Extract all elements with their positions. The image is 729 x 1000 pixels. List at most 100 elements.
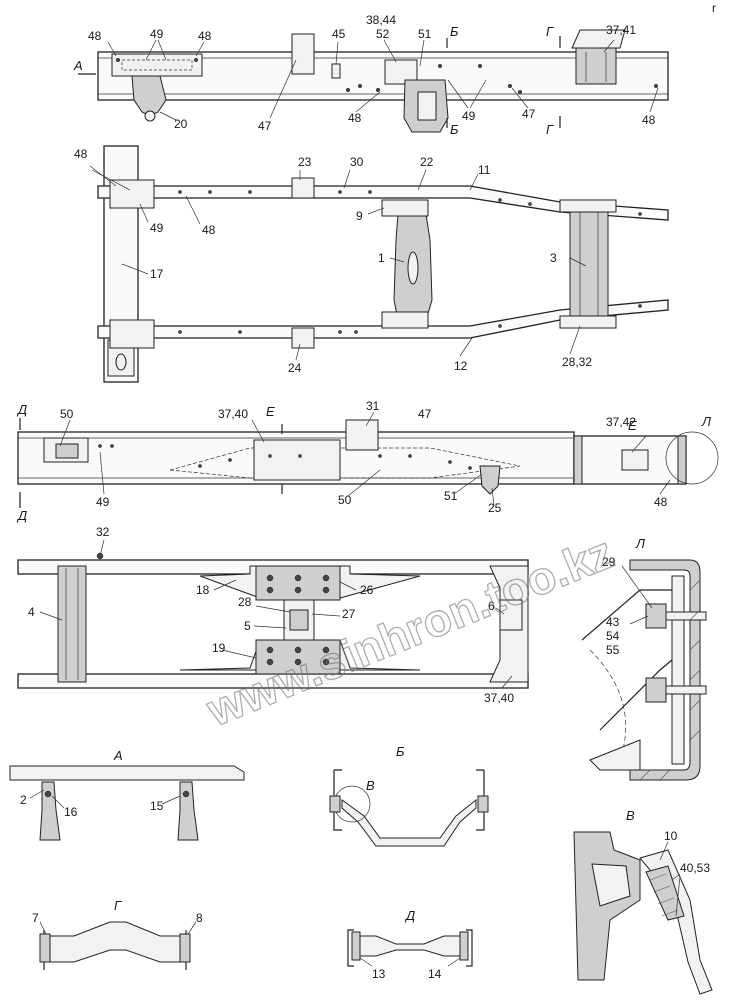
watermark: www.sinhron.too.kz [199, 526, 621, 737]
label-14: 14 [428, 967, 442, 981]
label-38-44: 38,44 [366, 13, 396, 27]
bolt-row-2 [178, 190, 642, 334]
side-member-left [97, 185, 669, 221]
label-19: 19 [212, 641, 226, 655]
bracket-block-bottom [255, 639, 341, 675]
bolt-head [645, 677, 667, 703]
label-48: 48 [654, 495, 668, 509]
leaders-4 [39, 539, 513, 689]
bracket-section [573, 831, 641, 981]
label-17: 17 [150, 267, 164, 281]
label-48: 48 [88, 29, 102, 43]
bracket-47 [291, 33, 315, 75]
label-37-41: 37,41 [606, 23, 636, 37]
label-26: 26 [360, 583, 374, 597]
crossmember-4 [57, 565, 87, 683]
label-40-53: 40,53 [680, 861, 710, 875]
label-24: 24 [288, 361, 302, 375]
hatching [639, 579, 701, 781]
gusset-9 [381, 199, 429, 217]
label-13: 13 [372, 967, 386, 981]
hook-left [39, 781, 61, 841]
channel-left [333, 769, 342, 831]
section-g-mark: Г [546, 122, 554, 137]
hook-right [177, 781, 199, 841]
section-e-mark: Е [266, 404, 275, 419]
leaders-1 [78, 36, 659, 128]
label-49: 49 [150, 221, 164, 235]
label-18: 18 [196, 583, 210, 597]
view-side-rail-top: 48 49 48 20 47 45 38,44 52 51 48 49 47 3… [73, 13, 669, 137]
label-29: 29 [602, 555, 616, 569]
plate-29 [671, 575, 685, 765]
view-v-title: В [626, 808, 635, 823]
section-d-mark: Д [16, 402, 27, 417]
label-49: 49 [150, 27, 164, 41]
view-b: Б В [329, 744, 489, 847]
view-l-title: Л [635, 536, 645, 551]
bracket-block-top [255, 565, 341, 601]
label-54: 54 [606, 629, 620, 643]
bracket-37-41 [575, 47, 617, 85]
section-b-mark: Б [450, 24, 459, 39]
section-d-mark: Д [16, 508, 27, 523]
label-12: 12 [454, 359, 468, 373]
label-47: 47 [418, 407, 432, 421]
label-7: 7 [32, 911, 39, 925]
bracket-31 [345, 419, 379, 451]
gusset [381, 311, 429, 329]
view-a-title: А [113, 748, 123, 763]
leaders-3 [19, 411, 495, 508]
label-50: 50 [60, 407, 74, 421]
label-1: 1 [378, 251, 385, 265]
bolt-row-4 [96, 552, 330, 666]
label-6: 6 [488, 599, 495, 613]
label-28: 28 [238, 595, 252, 609]
detail-l-circle [665, 431, 719, 485]
label-2: 2 [20, 793, 27, 807]
label-16: 16 [64, 805, 78, 819]
label-30: 30 [350, 155, 364, 169]
label-37-40: 37,40 [484, 691, 514, 705]
view-e-title: Е [628, 418, 637, 433]
label-22: 22 [420, 155, 434, 169]
label-48: 48 [202, 223, 216, 237]
label-3: 3 [550, 251, 557, 265]
label-55: 55 [606, 643, 620, 657]
label-4: 4 [28, 605, 35, 619]
label-32: 32 [96, 525, 110, 539]
crossmember-d [353, 935, 467, 957]
view-plan-rear: 32 18 26 4 28 27 5 6 19 37,40 [17, 525, 529, 705]
label-48: 48 [74, 147, 88, 161]
label-27: 27 [342, 607, 356, 621]
crossmember-b [341, 798, 477, 847]
view-e-rear-end: Е 37,42 48 Л [573, 414, 719, 509]
spring-bracket [131, 75, 167, 117]
view-l-detail: Л 29 43 54 55 [581, 536, 707, 781]
label-48: 48 [642, 113, 656, 127]
view-g: Г 7 8 [32, 898, 203, 970]
view-g-title: Г [114, 898, 122, 913]
view-v-detail: В 10 40,53 [573, 808, 713, 995]
label-31: 31 [366, 399, 380, 413]
label-20: 20 [174, 117, 188, 131]
channel-right [476, 769, 485, 831]
label-28-32: 28,32 [562, 355, 592, 369]
section-a-mark: А [73, 58, 83, 73]
label-48: 48 [198, 29, 212, 43]
view-b-title: Б [396, 744, 405, 759]
section-b-mark: Б [450, 122, 459, 137]
label-45: 45 [332, 27, 346, 41]
reinforcement-plate [111, 53, 203, 77]
label-52: 52 [376, 27, 390, 41]
view-plan-frame: 48 49 48 23 30 22 11 9 1 3 17 24 12 28,3… [74, 145, 669, 383]
label-51: 51 [444, 489, 458, 503]
label-50: 50 [338, 493, 352, 507]
label-15: 15 [150, 799, 164, 813]
bracket-25 [479, 465, 501, 495]
bracket-37-40 [253, 439, 341, 481]
bolt-row-3 [98, 444, 472, 470]
bolt-row-1 [115, 57, 659, 95]
bolt-10 [645, 865, 685, 921]
label-8: 8 [196, 911, 203, 925]
